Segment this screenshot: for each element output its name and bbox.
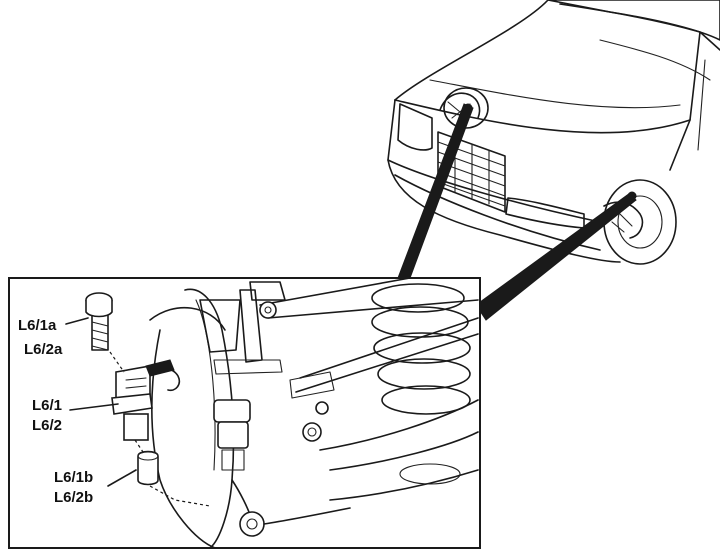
callout-lower-2: L6/2b: [54, 489, 93, 506]
callout-upper-2: L6/2a: [24, 341, 63, 358]
suspension-detail: [149, 277, 479, 549]
callout-middle-1: L6/1: [32, 397, 62, 414]
sensor-bolt: [85, 292, 113, 351]
speed-sensor: [111, 359, 181, 441]
sensor-bushing: [137, 450, 159, 486]
leader-line-lower: [107, 469, 137, 487]
assembly-axis: [109, 351, 211, 507]
leader-line-middle: [69, 403, 119, 411]
callout-lower-1: L6/1b: [54, 469, 93, 486]
callout-middle-2: L6/2: [32, 417, 62, 434]
car-front-view: [387, 0, 720, 265]
leader-line-upper: [65, 317, 89, 325]
callout-upper-1: L6/1a: [18, 317, 57, 334]
